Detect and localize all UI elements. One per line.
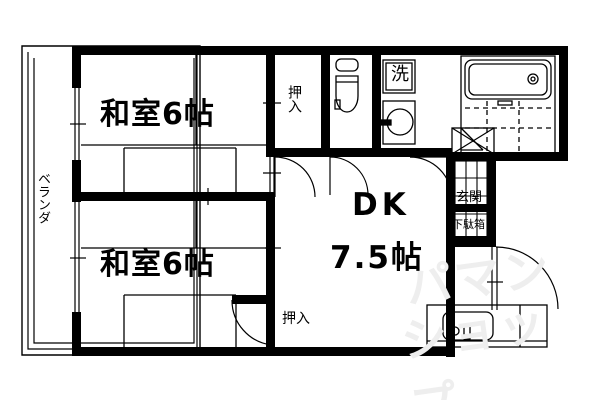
- toilet-icon: [334, 58, 359, 113]
- entrance-label: 玄関: [456, 190, 483, 205]
- lower-washitsu-detail: [81, 201, 266, 347]
- upper-washitsu-detail: [81, 55, 266, 192]
- veranda-label: ベランダ: [35, 172, 50, 224]
- bathtub-icon: [460, 55, 556, 156]
- shoe-box-icon: [451, 127, 495, 155]
- closet-label-bottom: 押入: [282, 311, 310, 327]
- shoe-box-frame: [446, 204, 496, 245]
- kitchen-sink-icon: [426, 304, 548, 348]
- room-label-washitsu-top: 和室6帖: [100, 97, 215, 132]
- sliding-doors: [70, 55, 503, 312]
- outer-walls: [72, 46, 568, 357]
- washer-icon: [382, 59, 416, 94]
- shoe-box-cross-icon: [451, 127, 495, 155]
- shoe-box-label: 下駄箱: [452, 218, 485, 231]
- room-label-dk-size: 7.5帖: [330, 240, 424, 276]
- wash-basin-icon: [380, 100, 416, 145]
- door-swings: [231, 156, 559, 346]
- room-label-washitsu-bottom: 和室6帖: [100, 247, 215, 282]
- washer-label: 洗: [391, 64, 409, 85]
- room-label-dk: DK: [352, 187, 410, 223]
- closet-label-top: 押入: [286, 85, 302, 113]
